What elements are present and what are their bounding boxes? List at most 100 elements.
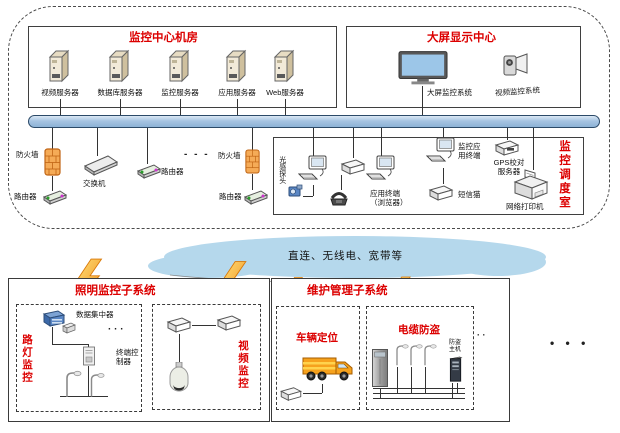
connector-line — [341, 175, 342, 190]
street-lamp-icon — [407, 341, 423, 367]
cable-line — [452, 383, 453, 398]
connector-line — [313, 185, 314, 196]
ellipsis-dots: · · — [477, 330, 486, 340]
street-lamp-icon — [421, 341, 437, 367]
street-lamp-icon — [62, 369, 82, 397]
connector-line — [52, 128, 53, 149]
ellipsis-dots: · · · — [108, 324, 124, 335]
cable-line — [397, 367, 398, 393]
switch-label: 交换机 — [83, 179, 106, 188]
connector-line — [252, 128, 253, 150]
cable-line — [380, 388, 381, 398]
vehicle-group-title: 车辆定位 — [296, 332, 338, 344]
connector-line — [52, 327, 53, 344]
server-label: 应用服务器 — [218, 88, 256, 97]
network-printer-icon — [513, 169, 549, 201]
street-lamp-group-title: 路灯监控 — [21, 334, 33, 384]
video-group-title: 视频监控 — [237, 340, 249, 390]
connector-line — [237, 99, 238, 116]
cable-group-box — [366, 306, 474, 410]
connector-line — [285, 99, 286, 116]
connector-line — [192, 325, 216, 326]
gps-server-icon — [494, 139, 520, 157]
terminal-controller-icon — [82, 346, 96, 366]
terminal-controller-label: 终端控 制器 — [116, 348, 139, 367]
connector-line — [180, 99, 181, 116]
router-label: 路由器 — [14, 192, 37, 201]
connector-line — [533, 128, 534, 170]
firewall-icon — [44, 148, 61, 176]
connector-line — [381, 128, 382, 156]
router-icon — [243, 189, 269, 205]
large-screen-label: 大屏监控系统 — [427, 88, 472, 97]
router-label: 路由器 — [219, 192, 242, 201]
connector-line — [443, 128, 444, 138]
server-icon — [224, 48, 250, 86]
firewall-icon — [245, 149, 260, 174]
street-lamp-icon — [87, 371, 105, 397]
connector-line — [60, 99, 61, 116]
lighting-subsystem-title: 照明监控子系统 — [75, 285, 156, 297]
junction-device-icon — [62, 322, 76, 334]
monitor-terminal-label: 监控应 用终端 — [458, 142, 481, 161]
dome-camera-icon — [168, 362, 190, 394]
connector-line — [88, 344, 89, 347]
dispatch-room-title: 监控调度室 — [558, 140, 570, 210]
connector-line — [443, 168, 444, 184]
cable-line — [373, 398, 465, 399]
connector-line — [120, 99, 121, 116]
antitheft-host-label: 防盗 主机 — [448, 340, 461, 353]
cable-line — [425, 367, 426, 393]
more-subsystems-ellipsis: • • • — [550, 336, 590, 350]
street-lamp-icon — [393, 341, 409, 367]
media-converter-icon — [216, 314, 242, 332]
router-label: 路由器 — [161, 167, 184, 176]
cloud-shape — [142, 233, 548, 285]
device-box-icon — [340, 158, 366, 176]
server-icon — [167, 48, 193, 86]
display-center-title: 大屏显示中心 — [427, 32, 496, 44]
server-label: Web服务器 — [266, 88, 304, 97]
firewall-label: 防火墙 — [218, 151, 241, 160]
maintenance-subsystem-title: 维护管理子系统 — [307, 285, 388, 297]
router-icon — [136, 163, 162, 179]
large-screen-icon — [398, 50, 448, 86]
video-camera-icon — [500, 52, 530, 80]
firewall-label: 防火墙 — [16, 150, 39, 159]
server-icon — [272, 48, 298, 86]
connector-line — [303, 393, 322, 394]
connector-line — [252, 174, 253, 190]
street-lamp-group-box — [16, 304, 142, 412]
light-sensor-icon — [288, 184, 303, 198]
server-label: 视频服务器 — [41, 88, 79, 97]
media-converter-icon — [166, 316, 192, 334]
cloud-label: 直连、无线电、宽带等 — [288, 250, 403, 262]
patrol-truck-icon — [302, 353, 354, 383]
connector-line — [97, 128, 98, 156]
sms-modem-icon — [428, 184, 454, 202]
server-label: 数据库服务器 — [97, 88, 143, 97]
cable-line — [373, 388, 465, 389]
connector-line — [303, 196, 313, 197]
antitheft-host-icon — [448, 355, 464, 383]
server-icon — [47, 48, 73, 86]
video-group-box — [152, 304, 261, 410]
control-center-boundary — [8, 6, 610, 229]
light-sensor-label: 光感探头 — [278, 156, 286, 184]
connector-line — [88, 366, 89, 396]
ellipsis-dashes: - - - — [184, 149, 210, 160]
connector-line — [52, 176, 53, 191]
switch-icon — [83, 154, 119, 177]
desktop-terminal-icon — [366, 155, 396, 185]
router-icon — [42, 189, 68, 205]
desktop-terminal-icon — [426, 137, 456, 167]
connector-line — [147, 128, 148, 164]
app-terminal-label: 应用终端 （浏览器） — [370, 189, 408, 208]
cable-group-title: 电缆防盗 — [398, 324, 440, 336]
cable-line — [411, 367, 412, 393]
connector-line — [353, 128, 354, 158]
telephone-icon — [328, 190, 350, 206]
network-printer-label: 网络打印机 — [506, 202, 544, 211]
connector-line — [422, 86, 423, 116]
